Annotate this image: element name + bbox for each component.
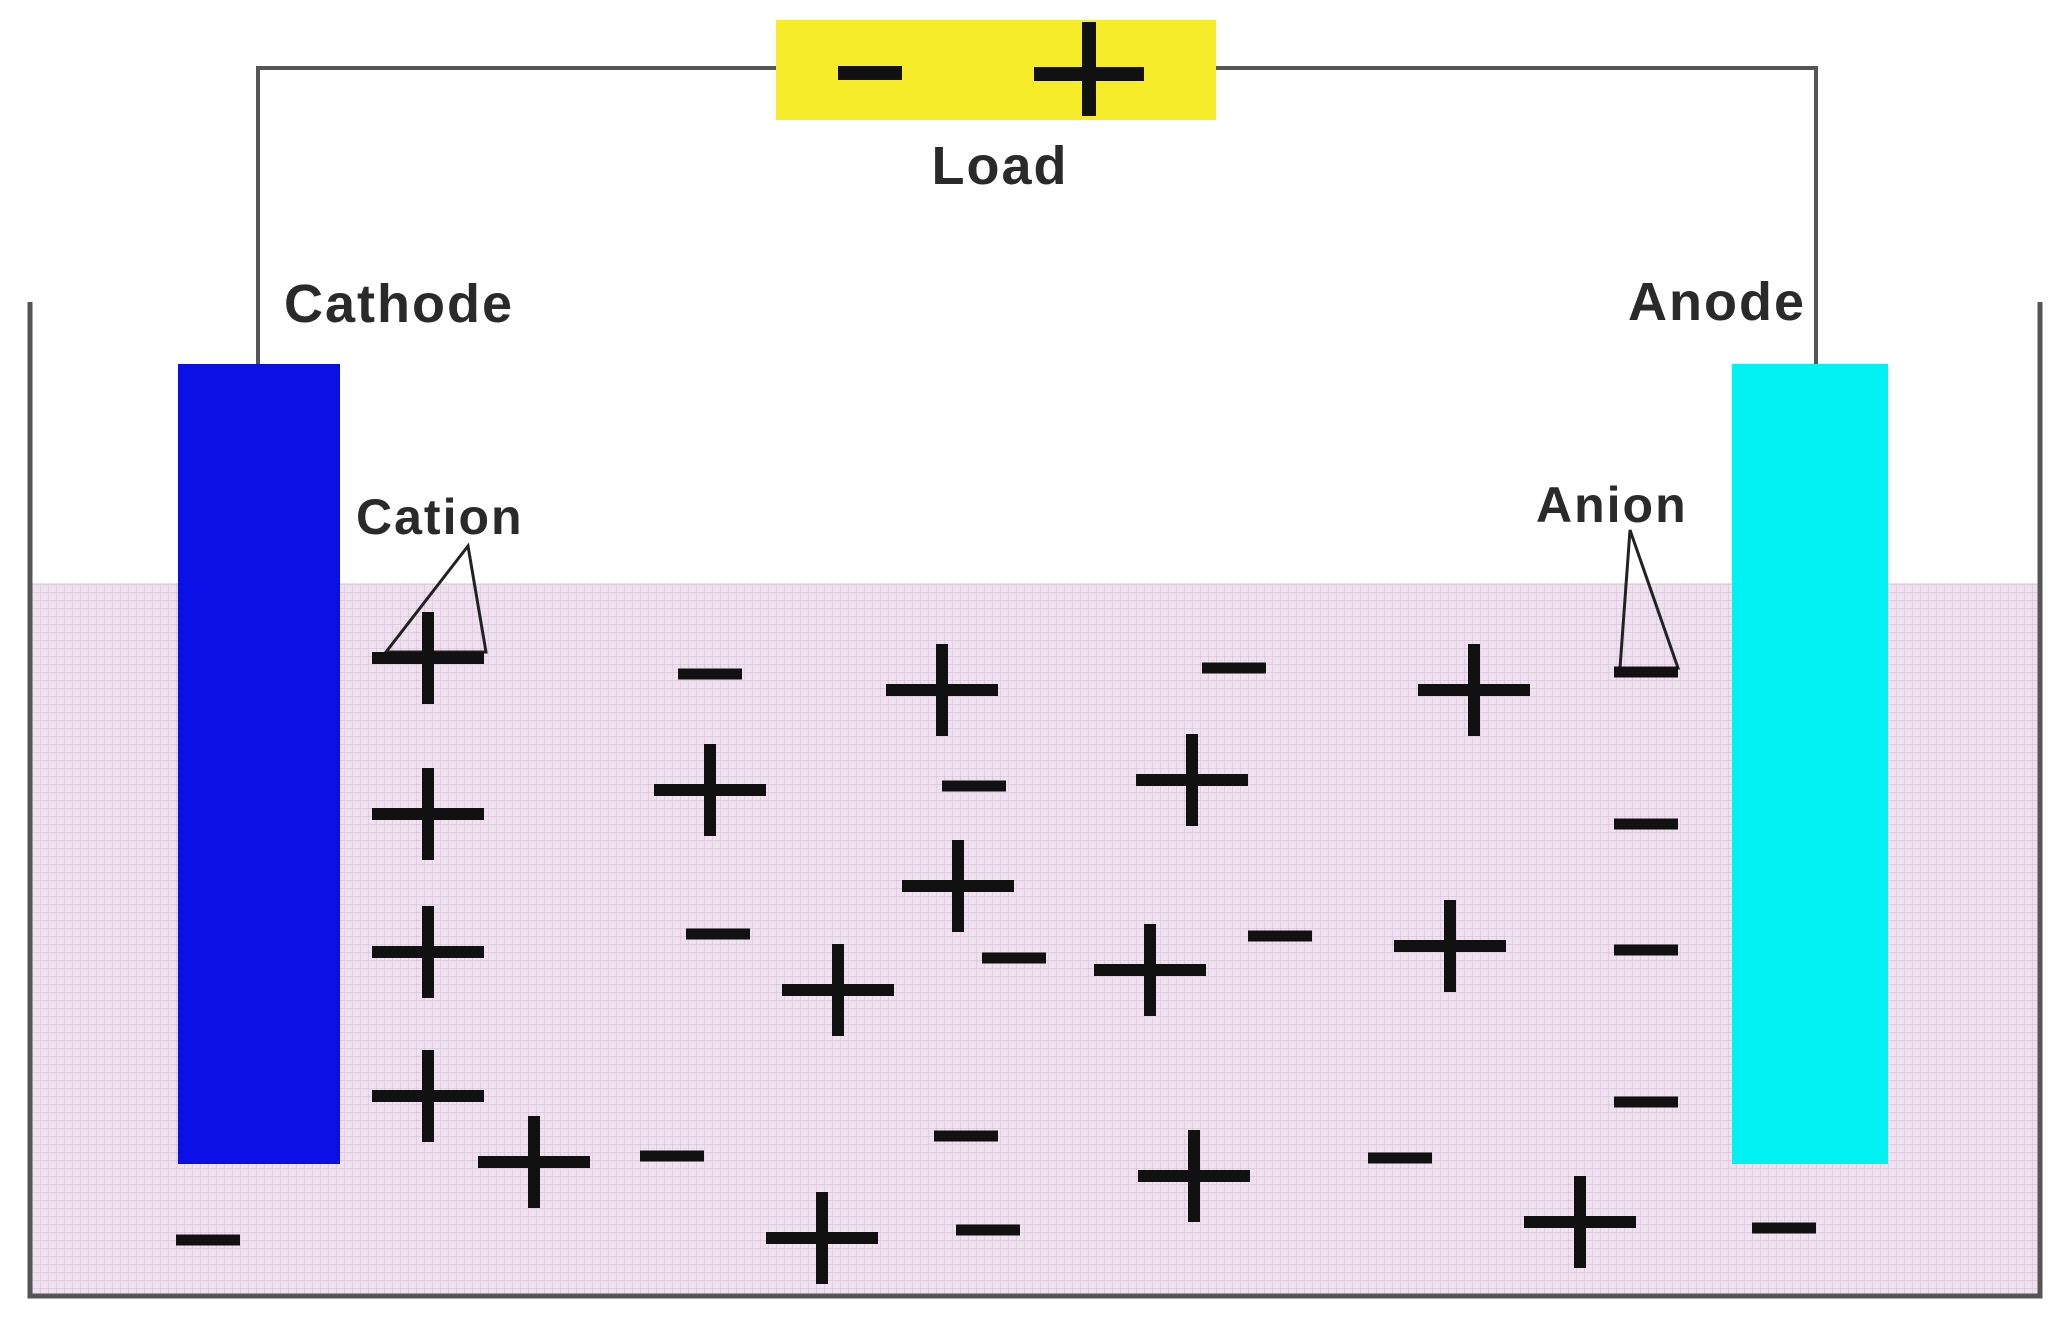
cation-plus-9 (782, 944, 894, 1036)
cation-plus-1 (372, 612, 484, 704)
cation-plus-13 (478, 1116, 590, 1208)
wire-anode (1214, 66, 1818, 364)
anion-label: Anion (1536, 477, 1688, 533)
load-label: Load (932, 136, 1069, 196)
electrolyte (32, 583, 2038, 1295)
cation-plus-14 (1138, 1130, 1250, 1222)
cation-plus-15 (766, 1192, 878, 1284)
cation-plus-11 (1394, 900, 1506, 992)
container (27, 302, 2043, 1299)
cation-plus-2 (886, 644, 998, 736)
anode-label: Anode (1628, 272, 1806, 332)
anode-electrode (1732, 364, 1888, 1164)
ions-layer (176, 612, 1816, 1284)
cation-plus-16 (1524, 1176, 1636, 1268)
cation-plus-8 (372, 906, 484, 998)
wire-cathode (256, 66, 778, 364)
cation-plus-7 (902, 840, 1014, 932)
load-plus-terminal (1034, 22, 1144, 116)
cation-label: Cation (356, 489, 524, 545)
cation-plus-10 (1094, 924, 1206, 1016)
cathode-electrode (178, 364, 340, 1164)
cation-plus-4 (372, 768, 484, 860)
cation-plus-5 (654, 744, 766, 836)
cation-plus-3 (1418, 644, 1530, 736)
cation-plus-6 (1136, 734, 1248, 826)
cathode-label: Cathode (284, 274, 514, 334)
cation-plus-12 (372, 1050, 484, 1142)
